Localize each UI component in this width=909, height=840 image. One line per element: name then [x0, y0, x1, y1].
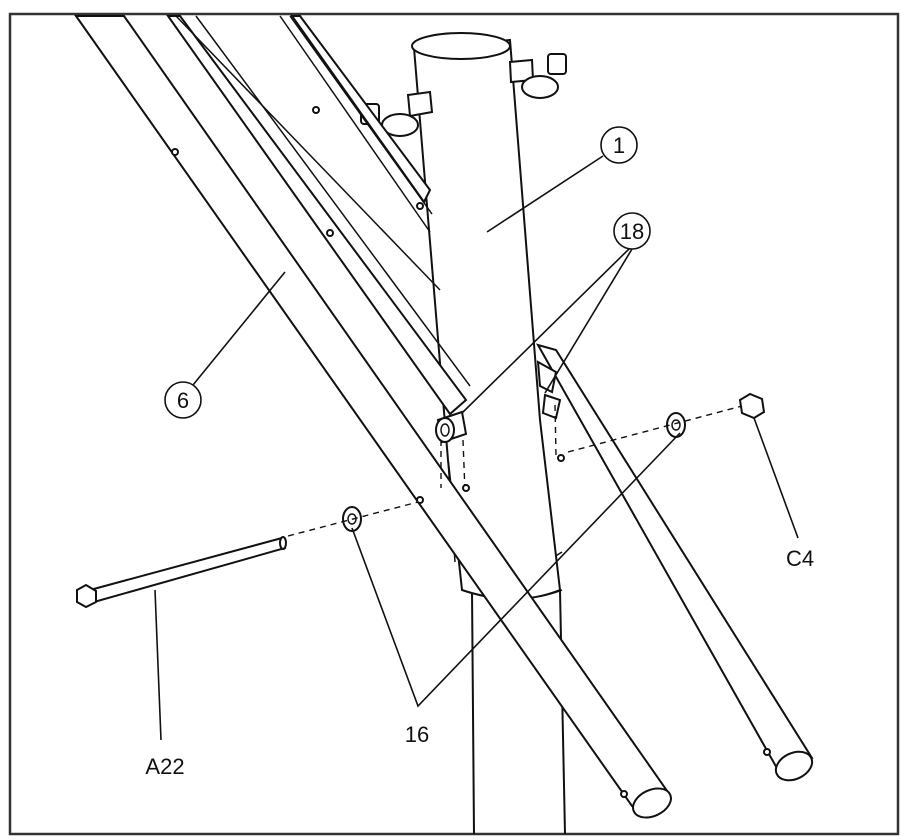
callout-1-label: 1: [613, 133, 625, 158]
front-leg: [74, 15, 672, 819]
diagram-border: [8, 12, 900, 836]
callout-18: 18: [613, 212, 651, 250]
leader-a22: [154, 589, 162, 741]
callout-18-label: 18: [620, 219, 644, 244]
bushing-right: [536, 360, 562, 420]
callout-6: 6: [164, 381, 202, 419]
leader-6: [192, 271, 286, 386]
bolt: [76, 536, 287, 609]
bushing-left: [435, 410, 468, 444]
bolt-axis-left: [287, 501, 419, 537]
washer-right: [666, 412, 686, 438]
leader-18-a: [461, 247, 631, 414]
callout-c4-label: C4: [786, 546, 814, 571]
callout-a22-label: A22: [145, 754, 184, 779]
leader-1: [486, 155, 604, 233]
bolt-axis-right: [567, 405, 743, 453]
leader-18-b: [544, 248, 633, 394]
upper-rail: [166, 15, 471, 416]
nut: [738, 392, 766, 420]
leader-c4: [753, 417, 799, 539]
leader-16: [351, 432, 681, 708]
rear-leg: [535, 343, 814, 782]
callout-1: 1: [600, 126, 638, 164]
leader-lines: [154, 155, 799, 741]
hole-projection-3: [554, 404, 557, 456]
hole-projection-2: [462, 439, 466, 493]
callout-6-label: 6: [177, 388, 189, 413]
callout-16-label: 16: [405, 722, 429, 747]
